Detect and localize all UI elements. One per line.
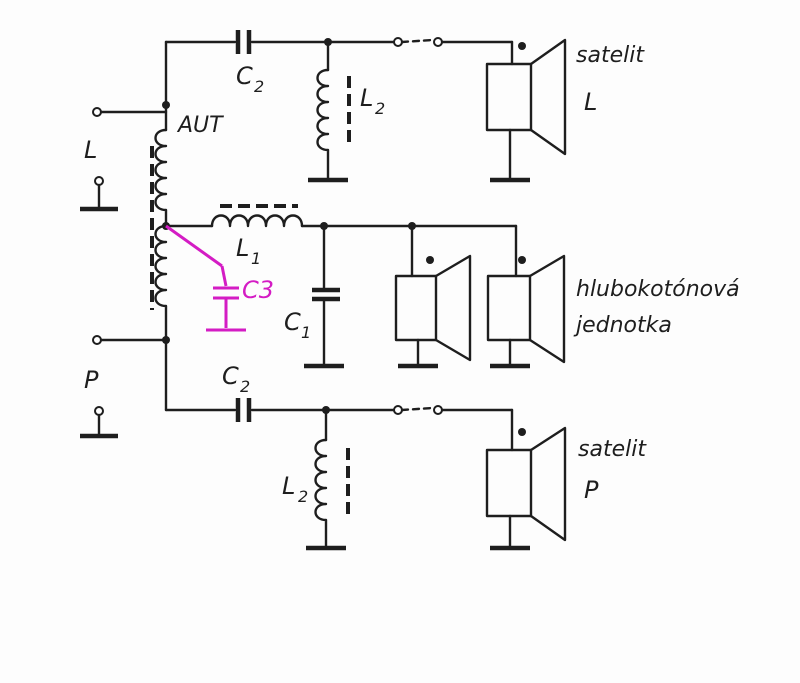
capacitor-c1	[304, 224, 344, 369]
label-input-left: L	[84, 136, 97, 164]
label-c2-bottom-sub: 2	[240, 377, 250, 396]
input-right-terminal	[80, 335, 168, 439]
label-c2-top: C	[236, 62, 253, 90]
label-l2-bottom-sub: 2	[298, 487, 308, 506]
label-c1-sub: 1	[301, 323, 311, 342]
label-c2-top-sub: 2	[254, 77, 264, 96]
speaker-woofer-1	[394, 254, 472, 369]
input-left-terminal	[80, 107, 168, 212]
label-c2-bottom: C	[222, 362, 239, 390]
label-subwoofer-1: hlubokotónová	[576, 277, 740, 302]
top-branch-wiring	[164, 30, 514, 66]
label-input-right: P	[84, 366, 99, 394]
coil-l2-top	[308, 40, 351, 183]
autotransformer-aut	[150, 40, 170, 412]
label-autotransformer: AUT	[176, 113, 224, 138]
label-l2-bottom: L	[282, 472, 295, 500]
label-l1: L	[236, 234, 249, 262]
added-capacitor-c3	[165, 224, 246, 332]
speaker-satellite-right	[485, 426, 567, 551]
middle-branch-wiring	[164, 204, 518, 278]
label-satellite-left-1: satelit	[576, 43, 645, 68]
label-satellite-left-2: L	[584, 88, 597, 116]
label-satellite-right-1: satelit	[578, 437, 647, 462]
label-c1: C	[284, 308, 301, 336]
bottom-branch-wiring	[164, 398, 514, 452]
label-l2-top: L	[360, 84, 373, 112]
label-l2-top-sub: 2	[375, 99, 385, 118]
label-satellite-right-2: P	[584, 476, 599, 504]
speaker-woofer-2	[486, 254, 566, 369]
label-subwoofer-2: jednotka	[573, 313, 672, 338]
label-c3-added: C3	[242, 276, 274, 304]
label-l1-sub: 1	[251, 249, 261, 268]
speaker-satellite-left	[485, 38, 567, 183]
coil-l2-bottom	[306, 408, 350, 551]
